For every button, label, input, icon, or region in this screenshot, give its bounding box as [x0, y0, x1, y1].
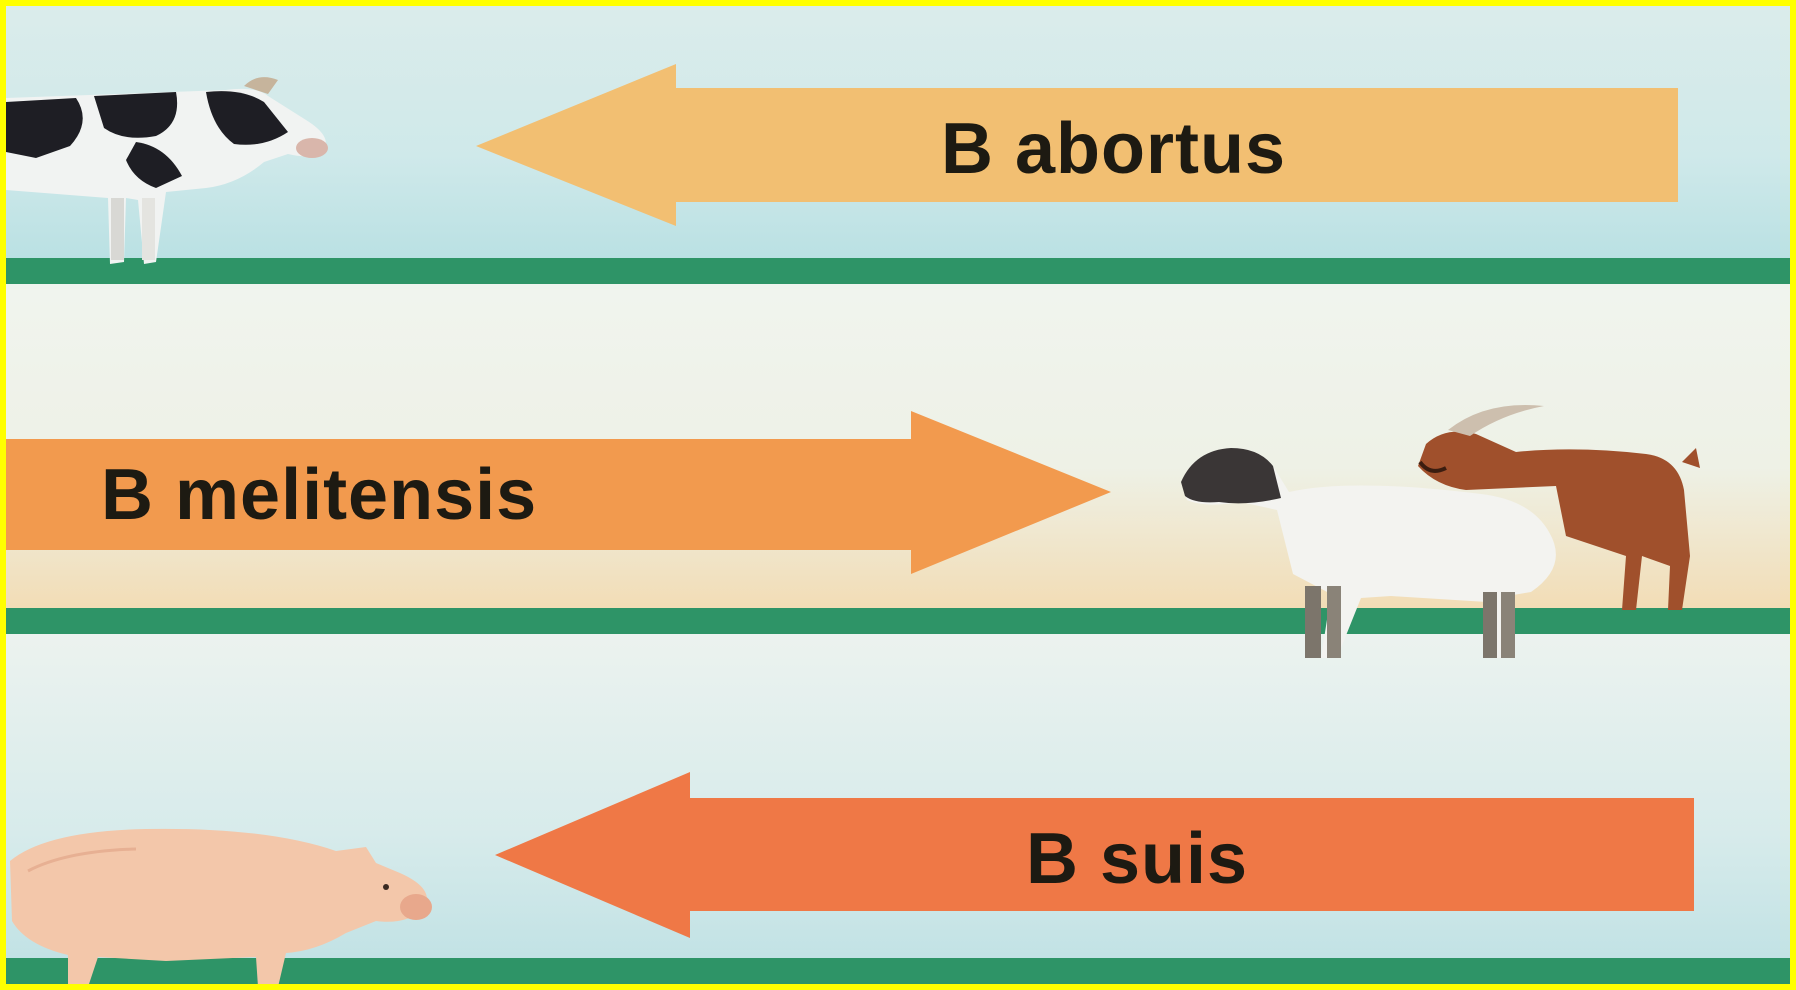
- pig-illustration: [6, 821, 446, 984]
- label-b-melitensis: B melitensis: [101, 459, 537, 531]
- label-b-abortus: B abortus: [941, 113, 1286, 185]
- cow-illustration: [6, 72, 336, 272]
- sheep-illustration: [1181, 436, 1601, 666]
- diagram-canvas: B abortus B melitensis B suis: [6, 6, 1790, 984]
- label-b-suis: B suis: [1026, 823, 1248, 895]
